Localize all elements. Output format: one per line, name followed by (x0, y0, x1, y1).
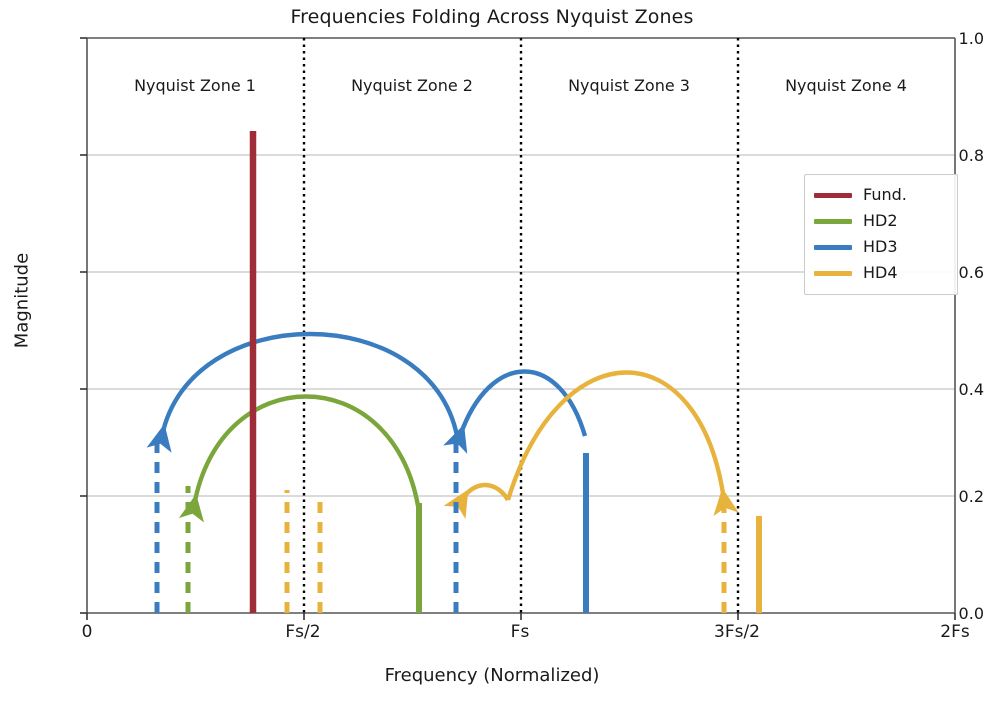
x-tick-2fs: 2Fs (940, 622, 970, 642)
hd3-stems (154, 435, 589, 613)
y-tick-0.0: 0.0 (958, 604, 984, 623)
zone-dividers (302, 38, 740, 613)
y-tick-0.2: 0.2 (958, 487, 984, 506)
legend-swatch-hd3 (814, 244, 852, 250)
x-tick-0: 0 (81, 622, 93, 642)
legend-label-fund: Fund. (863, 185, 907, 204)
x-axis-label: Frequency (Normalized) (384, 665, 600, 686)
legend-item-hd3: HD3 (814, 234, 948, 260)
y-tick-1.0: 1.0 (958, 29, 984, 48)
hd2-stems (185, 486, 422, 613)
zone-label-4: Nyquist Zone 4 (785, 76, 907, 95)
zone-label-1: Nyquist Zone 1 (134, 76, 256, 95)
legend-label-hd4: HD4 (863, 263, 898, 282)
legend: Fund. HD2 HD3 HD4 (804, 174, 958, 295)
legend-swatch-hd2 (814, 218, 852, 224)
hd4-stems (284, 490, 762, 613)
legend-label-hd2: HD2 (863, 211, 898, 230)
legend-item-fund: Fund. (814, 182, 948, 208)
legend-item-hd4: HD4 (814, 260, 948, 286)
y-tick-0.4: 0.4 (958, 380, 984, 399)
hd3-fold-arcs (146, 331, 588, 454)
hd2-fold-arcs (178, 394, 421, 523)
legend-swatch-hd4 (814, 270, 852, 276)
axis-ticks (80, 37, 956, 620)
zone-label-3: Nyquist Zone 3 (568, 76, 690, 95)
hd4-fold-arcs (443, 370, 739, 520)
x-tick-3fs-2: 3Fs/2 (714, 622, 760, 642)
y-tick-0.6: 0.6 (958, 263, 984, 282)
legend-label-hd3: HD3 (863, 237, 898, 256)
chart-title: Frequencies Folding Across Nyquist Zones (290, 6, 694, 28)
y-tick-0.8: 0.8 (958, 146, 984, 165)
legend-swatch-fund (814, 192, 852, 198)
zone-label-2: Nyquist Zone 2 (351, 76, 473, 95)
x-tick-fs: Fs (510, 622, 530, 642)
x-tick-fs-2: Fs/2 (285, 622, 321, 642)
legend-item-hd2: HD2 (814, 208, 948, 234)
